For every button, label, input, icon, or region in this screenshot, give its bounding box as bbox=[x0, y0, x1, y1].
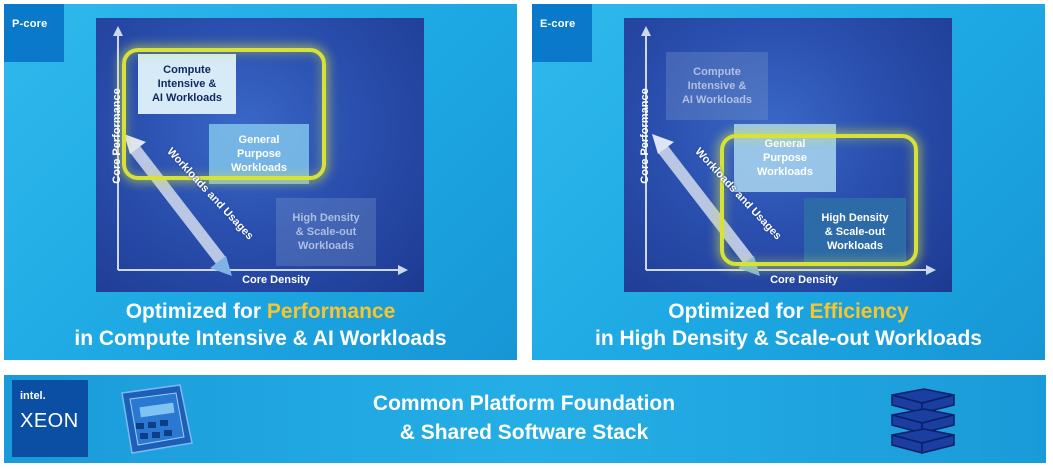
compute-intensive-box: Compute Intensive & AI Workloads bbox=[138, 54, 236, 114]
e-core-highlight-region bbox=[720, 134, 918, 266]
workloads-arrow-shaft bbox=[657, 144, 755, 266]
workloads-arrow-shaft bbox=[129, 144, 227, 266]
processor-chip-icon bbox=[121, 384, 193, 454]
platform-foundation-bar: intel. XEON Common Platform Foundation &… bbox=[4, 375, 1046, 463]
workloads-arrowhead-top bbox=[124, 134, 146, 154]
general-purpose-box: General Purpose Workloads bbox=[209, 124, 309, 184]
intel-xeon-logo: intel. XEON bbox=[12, 380, 88, 457]
footer-line2: & Shared Software Stack bbox=[399, 421, 649, 444]
logo-brand: intel. bbox=[20, 390, 46, 402]
p-core-caption-line1: Optimized for Performance bbox=[125, 300, 396, 323]
logo-product: XEON bbox=[20, 410, 79, 432]
p-core-caption-line2: in Compute Intensive & AI Workloads bbox=[74, 327, 447, 350]
high-density-box: High Density & Scale-out Workloads bbox=[276, 198, 376, 266]
software-stack-icon bbox=[891, 388, 955, 454]
footer-line1: Common Platform Foundation bbox=[372, 392, 676, 415]
p-core-panel: P-core High Density & Scale-out Workload… bbox=[4, 4, 517, 360]
x-axis-label: Core Density bbox=[242, 274, 310, 286]
x-axis-label: Core Density bbox=[770, 274, 838, 286]
y-axis-label: Core Performance bbox=[111, 88, 123, 184]
p-core-highlight-region bbox=[122, 48, 326, 180]
e-core-caption-line2: in High Density & Scale-out Workloads bbox=[594, 327, 982, 350]
workloads-arrowhead-bottom bbox=[210, 256, 232, 276]
x-axis-arrowhead bbox=[926, 265, 936, 275]
y-axis-label: Core Performance bbox=[639, 88, 651, 184]
caption-highlight: Performance bbox=[266, 300, 396, 323]
e-core-chart: Compute Intensive & AI Workloads General… bbox=[624, 18, 952, 292]
caption-highlight: Efficiency bbox=[809, 300, 909, 323]
y-axis-arrowhead bbox=[113, 26, 123, 36]
e-core-tag: E-core bbox=[532, 4, 592, 62]
y-axis-arrowhead bbox=[641, 26, 651, 36]
p-core-tag: P-core bbox=[4, 4, 64, 62]
p-core-chart: High Density & Scale-out Workloads Gener… bbox=[96, 18, 424, 292]
workloads-arrowhead-top bbox=[652, 134, 674, 154]
high-density-box: High Density & Scale-out Workloads bbox=[804, 198, 906, 266]
workloads-arrowhead-bottom bbox=[738, 256, 760, 276]
x-axis-arrowhead bbox=[398, 265, 408, 275]
p-core-axes bbox=[113, 26, 408, 276]
platform-foundation-text: Common Platform Foundation & Shared Soft… bbox=[294, 389, 754, 447]
e-core-panel: E-core Compute Intensive & AI Workloads … bbox=[532, 4, 1045, 360]
e-core-axes bbox=[641, 26, 936, 276]
e-core-caption-line1: Optimized for Efficiency bbox=[668, 300, 909, 323]
compute-intensive-box: Compute Intensive & AI Workloads bbox=[666, 52, 768, 120]
